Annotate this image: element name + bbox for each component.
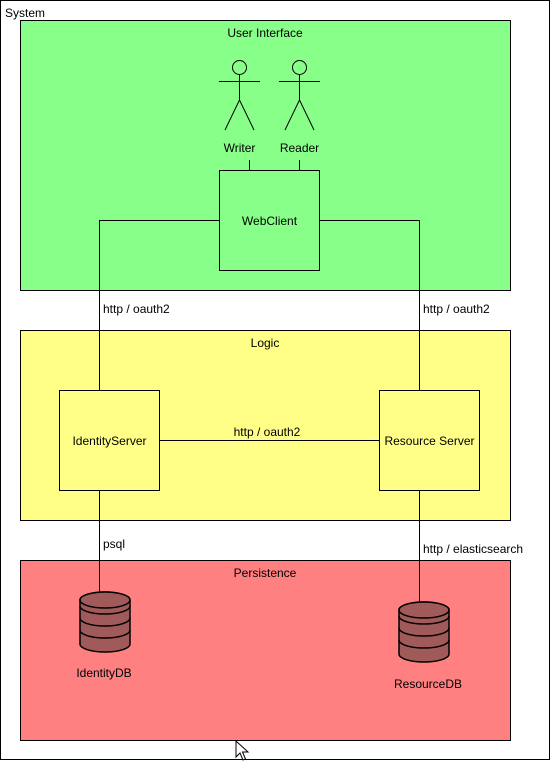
- edge-webclient-identityserver: [99, 220, 220, 390]
- edge-label-identity-resource: http / oauth2: [234, 425, 301, 439]
- node-resourceserver: [379, 390, 480, 491]
- database-icon: [398, 601, 450, 663]
- actor-writer: [219, 60, 260, 131]
- node-resourceserver-label: Resource Server: [384, 434, 474, 448]
- database-icon: [79, 591, 131, 653]
- node-webclient: [219, 170, 320, 271]
- edge-label-web-identity: http / oauth2: [103, 302, 170, 316]
- zone-persistence-title: Persistence: [234, 566, 297, 580]
- zone-user-interface-title: User Interface: [227, 26, 303, 40]
- system-title: System: [5, 6, 45, 20]
- person-icon: [292, 60, 307, 75]
- node-identityserver-label: IdentityServer: [72, 434, 146, 448]
- database-resourcedb-label: ResourceDB: [394, 677, 462, 691]
- actor-reader-label: Reader: [280, 141, 319, 155]
- node-webclient-label: WebClient: [242, 214, 298, 228]
- database-identitydb-label: IdentityDB: [76, 666, 131, 680]
- edge-label-identity-db: psql: [103, 537, 125, 551]
- actor-reader: [279, 60, 320, 131]
- mouse-pointer-icon: [235, 739, 250, 761]
- zone-logic-title: Logic: [251, 336, 280, 350]
- actor-writer-label: Writer: [224, 141, 256, 155]
- edge-label-resource-db: http / elasticsearch: [423, 542, 523, 556]
- edge-webclient-resourceserver: [320, 220, 420, 390]
- person-icon: [232, 60, 247, 75]
- edge-label-web-resource: http / oauth2: [423, 302, 490, 316]
- node-identityserver: [59, 390, 160, 491]
